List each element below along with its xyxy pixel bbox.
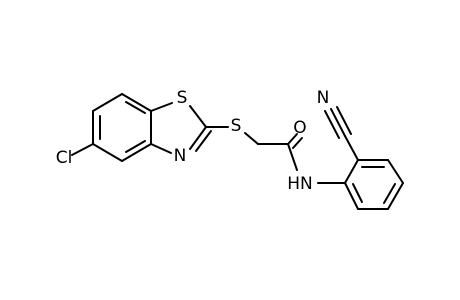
bond xyxy=(92,143,123,162)
bond xyxy=(344,135,359,161)
bond xyxy=(287,133,298,145)
bond xyxy=(387,159,404,184)
atom-label-ring-nitrogen: N xyxy=(174,146,187,166)
bond xyxy=(92,93,123,112)
bond xyxy=(125,140,146,153)
bond xyxy=(125,101,146,114)
bond xyxy=(195,130,212,152)
bond-group xyxy=(71,93,404,210)
bond xyxy=(71,143,94,156)
atom-label-thioether-sulfur: S xyxy=(231,116,242,136)
atom-label-chlorine: Cl xyxy=(56,148,73,168)
bond xyxy=(121,93,152,112)
bond xyxy=(344,182,359,210)
bond xyxy=(150,102,173,112)
bond xyxy=(189,126,207,150)
bond xyxy=(383,183,396,204)
bond xyxy=(387,182,404,210)
atom-label-ring-sulfur: S xyxy=(177,88,188,108)
atom-label-nitrile-nitrogen: N xyxy=(317,88,330,108)
bond xyxy=(324,110,340,139)
atom-label-amide-nitrogen: HN xyxy=(287,174,313,194)
bond xyxy=(150,143,172,154)
bond xyxy=(189,105,207,128)
atom-label-group: Cl S N S O HN N xyxy=(56,88,330,194)
bond xyxy=(336,106,352,135)
bond xyxy=(330,108,346,137)
bond xyxy=(121,143,152,162)
bond xyxy=(292,137,303,149)
bond xyxy=(287,143,298,171)
bond xyxy=(344,159,359,184)
bond xyxy=(244,132,259,145)
bond xyxy=(352,183,363,203)
atom-label-carbonyl-oxygen: O xyxy=(293,118,306,138)
